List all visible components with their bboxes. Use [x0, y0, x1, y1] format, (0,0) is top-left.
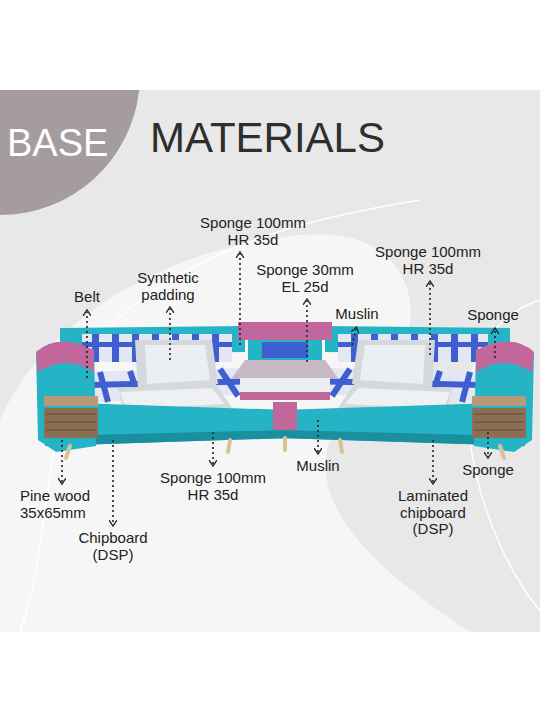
material-label: Sponge	[463, 307, 523, 324]
leader-line	[112, 440, 114, 524]
material-label: Sponge	[458, 462, 518, 479]
leader-line	[306, 301, 308, 362]
leader-line	[494, 330, 496, 358]
material-label: Chipboard (DSP)	[72, 530, 154, 563]
leader-line	[61, 440, 63, 482]
material-label: Sponge 30mm EL 25d	[254, 262, 356, 295]
material-label: Belt	[62, 289, 112, 306]
material-label: Sponge 100mm HR 35d	[197, 215, 309, 248]
leader-line	[432, 440, 434, 482]
material-label: Muslin	[288, 458, 348, 475]
leader-line	[352, 329, 356, 345]
title-circle: BASE	[0, 90, 160, 215]
title-word: MATERIALS	[150, 117, 385, 159]
material-label: Laminated chipboard (DSP)	[392, 488, 474, 538]
grey-panel	[0, 90, 540, 632]
material-label: Pine wood 35x65mm	[20, 488, 106, 521]
material-label: Synthetic padding	[125, 270, 211, 303]
leader-line	[317, 420, 319, 452]
leader-line	[212, 432, 214, 464]
leader-line	[239, 254, 241, 345]
material-label: Muslin	[327, 306, 387, 323]
leader-line	[487, 432, 489, 456]
title-word: BASE	[0, 90, 160, 162]
leader-line	[86, 312, 88, 378]
material-label: Sponge 100mm HR 35d	[372, 244, 484, 277]
leader-line	[169, 309, 171, 360]
leader-line	[429, 283, 431, 355]
material-label: Sponge 100mm HR 35d	[157, 470, 269, 503]
